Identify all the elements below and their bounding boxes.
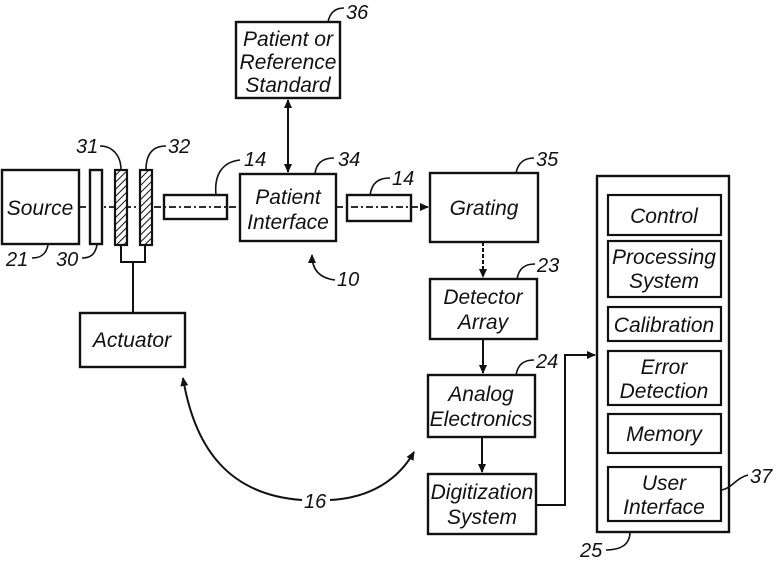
module-memory: Memory	[608, 414, 721, 453]
patient-reference-block: Patient or Reference Standard	[236, 22, 340, 98]
module-error-detection: Error Detection	[608, 351, 721, 405]
module-processing-line-1: Processing	[612, 246, 716, 269]
module-memory-label: Memory	[626, 423, 703, 446]
module-ui-line-1: User	[642, 472, 687, 495]
ref-10: 10	[337, 269, 359, 291]
module-calibration-label: Calibration	[614, 314, 714, 337]
leader-35	[516, 158, 534, 173]
ref-24: 24	[535, 351, 558, 373]
ref-14-input: 14	[244, 149, 266, 171]
digitization-line-1: Digitization	[431, 481, 534, 504]
ref-30: 30	[56, 249, 78, 271]
leader-21	[32, 245, 48, 258]
leader-24	[516, 360, 534, 375]
module-error-line-1: Error	[641, 356, 689, 379]
source-block: Source	[2, 170, 79, 244]
module-processing-line-2: System	[629, 270, 699, 293]
patient-reference-line-3: Standard	[245, 74, 332, 97]
leader-34	[315, 158, 334, 174]
leader-30	[82, 245, 97, 258]
plate-bracket	[121, 245, 145, 262]
detector-line-2: Array	[456, 311, 510, 334]
patient-interface-line-2: Interface	[247, 211, 329, 234]
computer-block: Control Processing System Calibration Er…	[597, 176, 729, 532]
feedback-arc-right	[330, 452, 414, 500]
actuator-block: Actuator	[80, 313, 185, 367]
detector-line-1: Detector	[443, 286, 523, 309]
module-error-line-2: Detection	[620, 380, 709, 403]
plate-32	[140, 170, 152, 245]
patient-interface-block: Patient Interface	[240, 174, 336, 241]
ref-36: 36	[346, 2, 369, 24]
ref-32: 32	[168, 136, 190, 158]
leader-25	[606, 532, 630, 550]
analog-electronics-block: Analog Electronics	[428, 375, 535, 437]
grating-label: Grating	[450, 197, 519, 220]
feedback-arc-left	[183, 378, 302, 500]
module-control-label: Control	[630, 205, 699, 228]
arrow-digitization-to-computer	[536, 355, 595, 505]
ref-21: 21	[5, 249, 28, 271]
leader-14-input	[216, 160, 240, 195]
plate-31	[115, 170, 127, 245]
module-processing-system: Processing System	[608, 241, 721, 297]
filter-element	[90, 170, 102, 244]
analog-line-1: Analog	[446, 383, 514, 406]
leader-14-output	[370, 178, 390, 195]
patient-interface-line-1: Patient	[255, 186, 322, 209]
fiber-output	[347, 195, 411, 221]
patient-reference-line-1: Patient or	[243, 28, 334, 51]
leader-31	[100, 146, 121, 170]
actuator-label: Actuator	[91, 329, 172, 352]
detector-array-block: Detector Array	[430, 279, 537, 339]
module-calibration: Calibration	[608, 307, 721, 341]
leader-10	[312, 255, 335, 280]
ref-34: 34	[338, 149, 360, 171]
digitization-system-block: Digitization System	[428, 474, 536, 534]
module-ui-line-2: Interface	[623, 496, 705, 519]
leader-32	[146, 146, 166, 170]
patient-reference-line-2: Reference	[240, 51, 337, 74]
ref-14-output: 14	[392, 168, 414, 190]
leader-36	[328, 8, 344, 22]
ref-35: 35	[536, 149, 559, 171]
source-label: Source	[7, 197, 74, 220]
ref-31: 31	[76, 136, 98, 158]
module-control: Control	[608, 195, 721, 235]
digitization-line-2: System	[447, 506, 517, 529]
ref-25: 25	[579, 540, 603, 562]
ref-23: 23	[536, 255, 559, 277]
module-user-interface: User Interface	[608, 467, 721, 521]
ref-37: 37	[750, 466, 773, 488]
ref-16: 16	[304, 491, 327, 513]
grating-block: Grating	[430, 173, 538, 242]
analog-line-2: Electronics	[430, 408, 533, 431]
leader-23	[517, 264, 535, 279]
